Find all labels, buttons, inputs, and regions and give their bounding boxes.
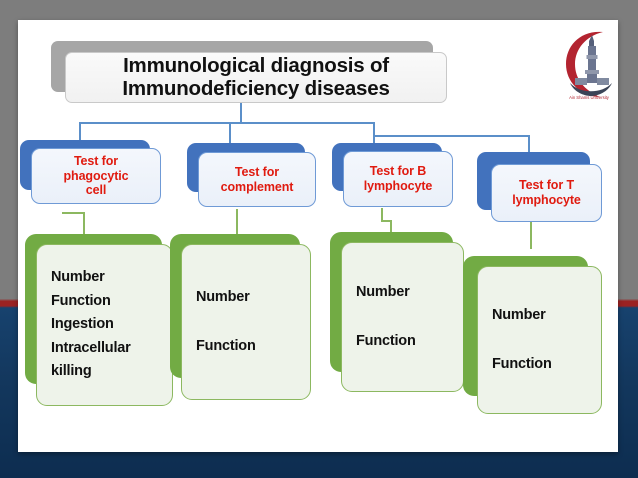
crescent-tower-icon: Ain Shams University [566,31,612,100]
detail-box-complement[interactable]: Number Function [181,244,311,400]
detail-list-complement: Number Function [196,289,256,355]
connector-green-complement [236,209,238,237]
connector-drop-b-lymphocyte [373,122,375,143]
detail-box-b-lymphocyte[interactable]: Number Function [341,242,464,392]
connector-drop-phagocytic [79,122,81,140]
detail-list-phagocytic: Number Function Ingestion Intracellular … [51,269,131,380]
detail-list-t-lymphocyte: Number Function [492,307,552,373]
detail-box-t-lymphocyte[interactable]: Number Function [477,266,602,414]
connector-drop-t-lymphocyte [528,135,530,153]
connector-drop-complement [229,122,231,143]
diagram-title-box: Immunological diagnosis of Immunodeficie… [65,52,447,103]
test-box-label-t-lymphocyte: Test for T lymphocyte [512,178,581,207]
ain-shams-university-logo: Ain Shams University [558,24,620,102]
detail-box-phagocytic[interactable]: Number Function Ingestion Intracellular … [36,244,173,406]
detail-list-b-lymphocyte: Number Function [356,284,416,350]
test-box-b-lymphocyte[interactable]: Test for B lymphocyte [343,151,453,207]
connector-title-drop [240,103,242,123]
connector-green-phagocytic-v [83,212,85,236]
connector-green-t-lymphocyte [530,222,532,249]
test-box-complement[interactable]: Test for complement [198,152,316,207]
connector-bus-t-lymphocyte [373,135,529,137]
page-title: Immunological diagnosis of Immunodeficie… [122,53,390,100]
connector-green-phagocytic-h [62,212,84,214]
test-box-label-phagocytic: Test for phagocytic cell [63,153,129,198]
connector-green-b-lymphocyte-v2 [390,220,392,235]
test-box-phagocytic[interactable]: Test for phagocytic cell [31,148,161,204]
connector-green-b-lymphocyte-v1 [381,208,383,221]
connector-main-bus [79,122,374,124]
connector-green-b-lymphocyte-h [381,220,391,222]
test-box-t-lymphocyte[interactable]: Test for T lymphocyte [491,164,602,222]
test-box-label-complement: Test for complement [220,164,294,194]
test-box-label-b-lymphocyte: Test for B lymphocyte [363,164,433,193]
svg-text:Ain Shams University: Ain Shams University [569,95,610,100]
